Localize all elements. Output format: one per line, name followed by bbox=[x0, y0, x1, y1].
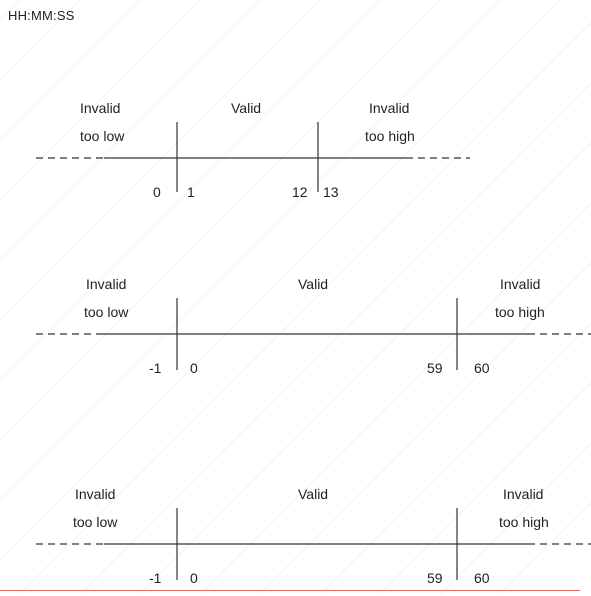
tick-label-high: 59 bbox=[427, 360, 443, 376]
tick-label-above-high: 60 bbox=[474, 570, 490, 586]
tick-label-low: 0 bbox=[190, 360, 198, 376]
middle-label-valid: Valid bbox=[231, 100, 262, 116]
left-label-invalid: Invalid bbox=[86, 276, 127, 292]
hours-number-line bbox=[36, 122, 470, 192]
left-label-invalid: Invalid bbox=[80, 100, 121, 116]
tick-label-below-low: -1 bbox=[149, 570, 162, 586]
format-label: HH:MM:SS bbox=[8, 8, 75, 23]
tick-label-high: 12 bbox=[292, 184, 308, 200]
tick-label-above-high: 13 bbox=[323, 184, 339, 200]
left-label-invalid: Invalid bbox=[75, 486, 116, 502]
left-label-too-low: too low bbox=[84, 304, 129, 320]
tick-label-below-low: 0 bbox=[153, 184, 161, 200]
tick-label-below-low: -1 bbox=[149, 360, 162, 376]
middle-label-valid: Valid bbox=[298, 276, 329, 292]
tick-label-high: 59 bbox=[427, 570, 443, 586]
tick-label-low: 1 bbox=[187, 184, 195, 200]
right-label-too-high: too high bbox=[365, 128, 415, 144]
seconds-number-line bbox=[36, 508, 591, 580]
right-label-invalid: Invalid bbox=[369, 100, 410, 116]
right-label-too-high: too high bbox=[499, 514, 549, 530]
tick-label-low: 0 bbox=[190, 570, 198, 586]
minutes-number-line bbox=[36, 298, 591, 370]
right-label-invalid: Invalid bbox=[500, 276, 541, 292]
middle-label-valid: Valid bbox=[298, 486, 329, 502]
seconds-range-diagram: Invalid too low Valid Invalid too high -… bbox=[0, 476, 591, 596]
minutes-range-diagram: Invalid too low Valid Invalid too high -… bbox=[0, 266, 591, 386]
bottom-divider bbox=[0, 590, 580, 591]
hours-range-diagram: Invalid too low Valid Invalid too high 0… bbox=[0, 90, 591, 210]
tick-label-above-high: 60 bbox=[474, 360, 490, 376]
right-label-invalid: Invalid bbox=[503, 486, 544, 502]
right-label-too-high: too high bbox=[495, 304, 545, 320]
left-label-too-low: too low bbox=[80, 128, 125, 144]
left-label-too-low: too low bbox=[73, 514, 118, 530]
